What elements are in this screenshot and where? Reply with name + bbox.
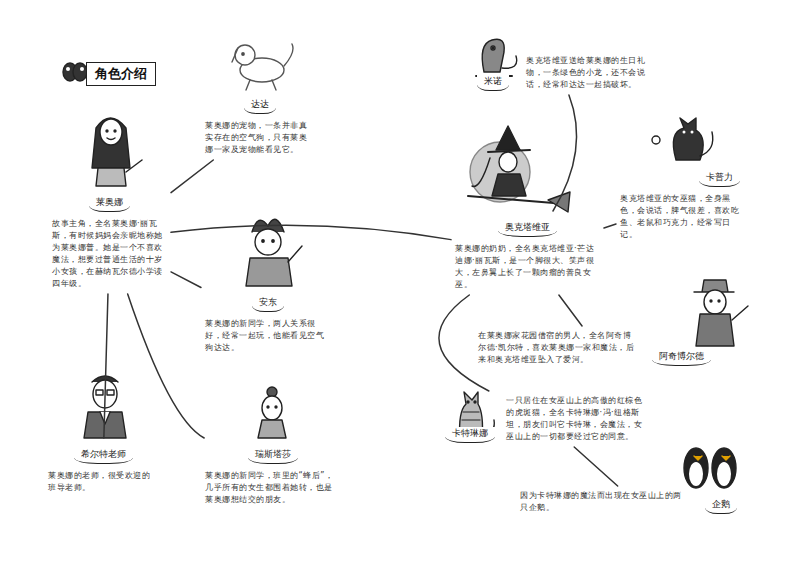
name-holder: 阿奇博尔德 — [644, 344, 719, 366]
character-description: 奥克塔维亚送给莱奥娜的生日礼物，一条绿色的小龙，还不会说话，经常和达达一起搞破坏… — [526, 55, 656, 91]
character-name: 瑞斯塔莎 — [248, 448, 298, 464]
character-entry: 卡特琳娜一只居住在女巫山上的高傲的红棕色的虎斑猫，全名卡特琳娜·冯·纽格斯坦，朋… — [440, 395, 646, 443]
gardener-figure — [694, 280, 748, 346]
name-holder: 奥克塔维亚 — [455, 215, 600, 237]
name-holder: 希尔特老师 — [48, 442, 158, 464]
character-name: 莱奥娜 — [89, 196, 130, 212]
page-title: 角色介绍 — [86, 62, 156, 86]
leader-line — [104, 294, 108, 438]
boy-figure — [246, 219, 302, 286]
character-entry: 瑞斯塔莎莱奥娜的新同学，班里的“蜂后”，几乎所有的女生都围着她转，也是莱奥娜想结… — [205, 442, 340, 506]
character-name: 卡普力 — [699, 171, 740, 187]
leader-line — [604, 224, 616, 228]
name-holder: 达达 — [205, 92, 315, 114]
character-name: 企鹅 — [705, 498, 737, 514]
character-entry: 在莱奥娜家花园借宿的男人，全名阿奇博尔德·凯尔特，喜欢莱奥娜一家和魔法，后来和奥… — [478, 330, 719, 366]
leader-line — [128, 294, 205, 438]
name-holder: 瑞斯塔莎 — [205, 442, 340, 464]
character-name: 希尔特老师 — [74, 448, 133, 464]
character-description: 在莱奥娜家花园借宿的男人，全名阿奇博尔德·凯尔特，喜欢莱奥娜一家和魔法，后来和奥… — [478, 330, 638, 366]
character-description: 故事主角，全名莱奥娜·丽瓦斯，有时候妈妈会亲昵地称她为莱奥娜普。她是一个不喜欢魔… — [52, 218, 167, 290]
character-description: 莱奥娜的新同学，两人关系很好，经常一起玩，他能看见空气狗达达。 — [205, 318, 330, 354]
character-entry: 希尔特老师莱奥娜的老师，很受欢迎的班导老师。 — [48, 442, 158, 494]
cat-figure — [652, 118, 713, 160]
name-holder: 莱奥娜 — [52, 190, 167, 212]
leader-line — [171, 225, 451, 239]
leader-line — [171, 160, 213, 193]
character-description: 莱奥娜的宠物，一条并非真实存在的空气狗，只有莱奥娜一家及宠物能看见它。 — [205, 120, 315, 156]
character-entry: 达达莱奥娜的宠物，一条并非真实存在的空气狗，只有莱奥娜一家及宠物能看见它。 — [205, 92, 315, 156]
character-entry: 安东莱奥娜的新同学，两人关系很好，经常一起玩，他能看见空气狗达达。 — [205, 290, 330, 354]
name-holder: 企鹅 — [691, 492, 751, 514]
character-entry: 奥克塔维亚莱奥娜的奶奶，全名奥克塔维亚·芒达迪娜·丽瓦斯，是一个脚很大、笑声很大… — [455, 215, 600, 291]
character-name: 米诺 — [477, 75, 509, 91]
character-description: 莱奥娜的新同学，班里的“蜂后”，几乎所有的女生都围着她转，也是莱奥娜想结交的朋友… — [205, 470, 340, 506]
witch-figure — [468, 126, 570, 212]
name-holder: 卡普力 — [620, 165, 740, 187]
character-entry: 卡普力奥克塔维亚的女巫猫，全身黑色，会说话，脾气很差，喜欢吃鱼、老鼠和巧克力，经… — [620, 165, 740, 241]
leader-line — [559, 295, 582, 326]
leader-line — [574, 447, 617, 486]
character-description: 莱奥娜的奶奶，全名奥克塔维亚·芒达迪娜·丽瓦斯，是一个脚很大、笑声很大，左鼻翼上… — [455, 243, 600, 291]
character-entry: 米诺 奥克塔维亚送给莱奥娜的生日礼物，一条绿色的小龙，还不会说话，经常和达达一起搞… — [465, 55, 656, 91]
character-name: 安东 — [252, 296, 284, 312]
character-name: 卡特琳娜 — [445, 427, 495, 443]
character-entry: 因为卡特琳娜的魔法而出现在女巫山上的两只企鹅。 企鹅 — [520, 490, 751, 514]
character-description: 一只居住在女巫山上的高傲的红棕色的虎斑猫，全名卡特琳娜·冯·纽格斯坦，朋友们叫它… — [506, 395, 646, 443]
penguins-figure — [684, 448, 736, 488]
title-icon — [63, 63, 87, 81]
name-holder: 安东 — [205, 290, 330, 312]
character-name: 阿奇博尔德 — [652, 350, 711, 366]
character-entry: 莱奥娜故事主角，全名莱奥娜·丽瓦斯，有时候妈妈会亲昵地称她为莱奥娜普。她是一个不… — [52, 190, 167, 290]
name-holder: 米诺 — [465, 69, 520, 91]
character-name: 奥克塔维亚 — [498, 221, 557, 237]
dog-figure — [232, 44, 293, 90]
character-name: 达达 — [244, 98, 276, 114]
character-description: 莱奥娜的老师，很受欢迎的班导老师。 — [48, 470, 158, 494]
leader-line — [171, 272, 201, 288]
dragon-figure — [476, 39, 517, 76]
name-holder: 卡特琳娜 — [440, 421, 500, 443]
character-description: 奥克塔维亚的女巫猫，全身黑色，会说话，脾气很差，喜欢吃鱼、老鼠和巧克力，经常写日… — [620, 193, 740, 241]
bun-girl-figure — [258, 387, 286, 438]
character-description: 因为卡特琳娜的魔法而出现在女巫山上的两只企鹅。 — [520, 490, 685, 514]
girl-figure — [92, 118, 142, 186]
leader-line — [553, 95, 577, 211]
